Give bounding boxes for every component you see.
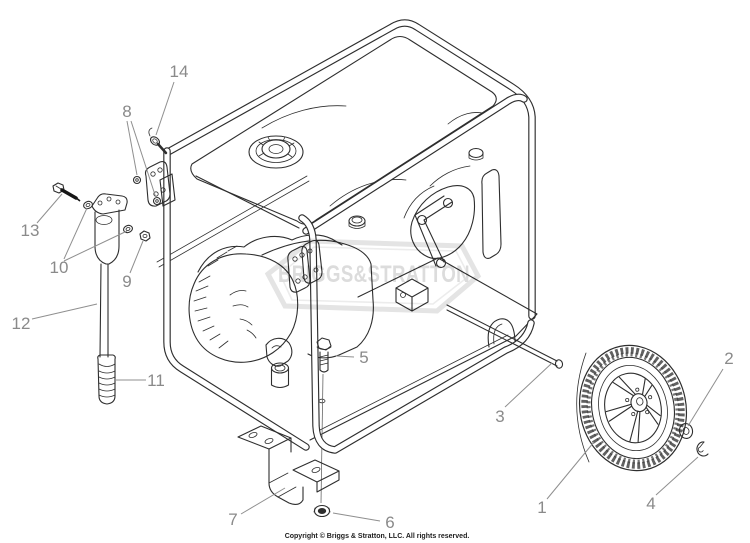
leader-line-10-1	[63, 230, 128, 262]
callout-5: 5	[359, 348, 368, 367]
bracket-screw-a	[132, 175, 142, 185]
axle-bracket	[487, 318, 516, 348]
watermark: BRIGGS&STRATTON	[264, 238, 482, 314]
lock-pin-part14	[148, 127, 168, 155]
pan-hole	[318, 398, 326, 404]
leader-line-12	[31, 303, 98, 320]
engine-top-edge	[197, 234, 343, 273]
callout-13: 13	[21, 221, 40, 240]
watermark-text: BRIGGS&STRATTON	[278, 261, 470, 288]
spokes	[605, 376, 661, 443]
callout-4: 4	[646, 494, 655, 513]
callout-1: 1	[537, 498, 546, 517]
alternator	[188, 245, 299, 363]
engine	[188, 165, 502, 389]
axle-part3	[446, 304, 564, 369]
leader-line-9	[129, 240, 144, 274]
grip-part11	[97, 354, 116, 405]
wheel-part1	[576, 344, 688, 472]
frame-tubes-front	[163, 93, 535, 454]
leader-line-8	[126, 120, 138, 176]
callout-9: 9	[122, 272, 131, 291]
washers-part10	[83, 200, 133, 234]
frame-tubes-rear	[164, 19, 536, 320]
tank-rear-cap	[468, 147, 484, 161]
leader-line-4	[655, 456, 699, 496]
leader-line-1	[546, 441, 595, 500]
muffler	[403, 165, 502, 269]
leader-line-10	[63, 207, 88, 260]
callout-7: 7	[228, 510, 237, 529]
leader-line-5	[335, 355, 355, 358]
leader-line-6	[332, 512, 381, 522]
hub	[625, 387, 653, 417]
copyright-text: Copyright © Briggs & Stratton, LLC. All …	[285, 532, 470, 540]
bolt-part5	[316, 337, 332, 373]
handle-rod-part12	[91, 193, 128, 358]
fuel-tank	[190, 35, 497, 229]
leader-line-8-1	[130, 120, 157, 199]
callout-14: 14	[170, 62, 189, 81]
hinge-bracket-upper	[132, 161, 176, 207]
sidewall	[598, 364, 668, 452]
callout-6: 6	[385, 513, 394, 532]
tire-tread	[581, 347, 685, 469]
generator-drawing	[52, 19, 709, 518]
callout-8: 8	[122, 102, 131, 121]
leader-line-13	[36, 193, 63, 224]
callout-2: 2	[724, 349, 733, 368]
callout-11: 11	[147, 371, 165, 390]
leader-line-2	[687, 368, 724, 427]
retaining-clip-part4	[696, 441, 709, 457]
callout-3: 3	[495, 407, 504, 426]
bracket-part7	[237, 425, 340, 506]
fuel-cap	[248, 135, 304, 169]
bracket-screw-b	[152, 196, 162, 206]
nut-part9	[139, 230, 151, 242]
callout-12: 12	[12, 314, 31, 333]
callout-10: 10	[50, 258, 69, 277]
rim	[604, 372, 662, 444]
washer-part2	[678, 422, 694, 440]
tank-vent-cap	[348, 215, 366, 229]
leader-line-14	[155, 81, 175, 136]
leader-line-3	[504, 362, 553, 408]
engine-mount-lug	[265, 337, 293, 389]
screw-part13	[52, 182, 81, 202]
watermark-emblem	[264, 238, 482, 314]
nut-part6	[313, 504, 331, 518]
leader-line-7	[240, 487, 286, 515]
panel-strip	[156, 175, 310, 268]
